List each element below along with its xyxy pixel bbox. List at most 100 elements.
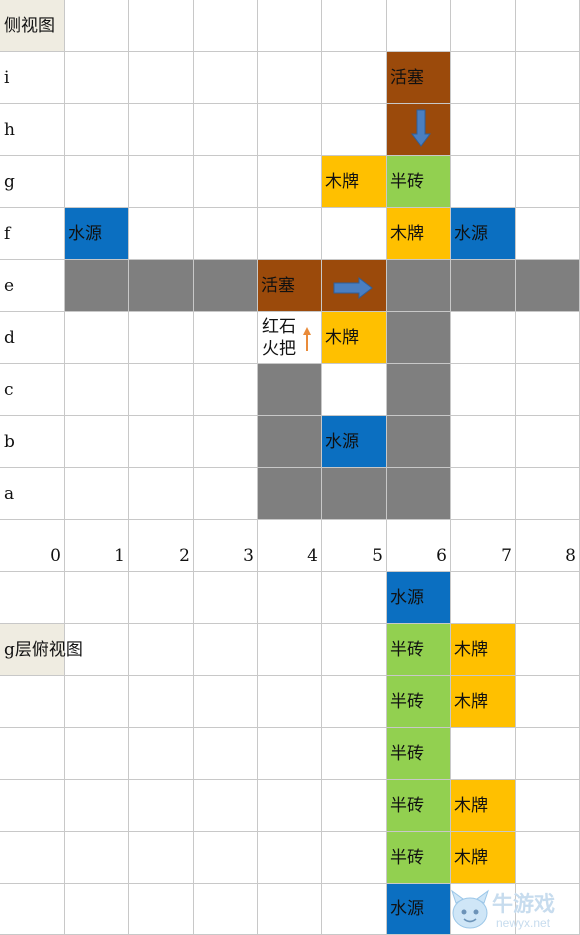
grid-cell: [129, 676, 194, 728]
grid-cell: [516, 572, 580, 624]
grid-cell: 4: [258, 520, 322, 572]
grid-cell: [194, 676, 258, 728]
block-label-wood: 木牌: [454, 691, 488, 712]
top-block-wood: 木牌: [451, 676, 516, 728]
top-block-slab: 半砖: [387, 728, 451, 780]
grid-cell: [129, 0, 194, 52]
block-label-wood: 木牌: [454, 795, 488, 816]
watermark-logo: 牛游戏 newyx.net: [451, 889, 555, 930]
grid-cell: [451, 468, 516, 520]
column-number: 1: [114, 546, 125, 566]
row-label-cell: c: [0, 364, 65, 416]
side-block-wall: [451, 260, 516, 312]
grid-cell: [129, 728, 194, 780]
grid-cell: [451, 364, 516, 416]
block-label-water: 水源: [390, 899, 424, 919]
side-block-wall: [129, 260, 194, 312]
grid-cell: [194, 884, 258, 935]
grid-cell: [451, 0, 516, 52]
side-block-piston: 活塞: [387, 52, 451, 104]
side-block-wall: [387, 468, 451, 520]
grid-cell: [451, 156, 516, 208]
grid-cell: [516, 52, 580, 104]
side-block-wall: [387, 364, 451, 416]
block-label-slab: 半砖: [390, 795, 424, 816]
side-block-wall: [194, 260, 258, 312]
side-block-wall: [258, 468, 322, 520]
grid-cell: [516, 364, 580, 416]
grid-cell: 2: [129, 520, 194, 572]
watermark-brand: 牛游戏: [492, 892, 555, 916]
side-block-wood: 木牌: [322, 156, 387, 208]
row-label-f: f: [4, 223, 11, 244]
grid-cell: [194, 104, 258, 156]
grid-cell: [65, 572, 129, 624]
grid-cell: [451, 572, 516, 624]
grid-cell: [194, 312, 258, 364]
arrow-right-icon: [333, 277, 373, 299]
grid-cell: [129, 884, 194, 935]
grid-cell: [129, 780, 194, 832]
grid-cell: [194, 364, 258, 416]
grid-cell: [129, 624, 194, 676]
grid-cell: 1: [65, 520, 129, 572]
top-view-title-cell: g层俯视图: [0, 624, 83, 676]
column-number: 5: [372, 546, 383, 566]
grid-cell: [65, 676, 129, 728]
row-label-cell: e: [0, 260, 65, 312]
grid-cell: [194, 728, 258, 780]
block-label-wood: 木牌: [454, 639, 488, 660]
grid-cell: [322, 0, 387, 52]
grid-cell: [516, 416, 580, 468]
row-label-e: e: [4, 275, 15, 296]
grid-cell: [65, 416, 129, 468]
grid-cell: [129, 832, 194, 884]
row-label-cell: h: [0, 104, 65, 156]
arrow-down-icon: [411, 109, 431, 147]
column-number: 2: [179, 546, 190, 566]
grid-cell: [129, 52, 194, 104]
side-block-wall: [65, 260, 129, 312]
grid-cell: [322, 208, 387, 260]
top-block-slab: 半砖: [387, 780, 451, 832]
grid-cell: [65, 728, 129, 780]
block-label-torch: 红石火把: [262, 316, 296, 359]
grid-cell: 0: [0, 520, 65, 572]
grid-cell: [258, 52, 322, 104]
grid-cell: [129, 572, 194, 624]
row-label-c: c: [4, 379, 14, 400]
grid-cell: [451, 728, 516, 780]
side-block-water: 水源: [65, 208, 129, 260]
side-view-title-cell: 侧视图: [0, 0, 65, 52]
column-number: 8: [565, 546, 576, 566]
watermark-url: newyx.net: [496, 916, 551, 930]
grid-cell: [65, 104, 129, 156]
grid-cell: [0, 728, 65, 780]
grid-cell: [258, 208, 322, 260]
grid-cell: [258, 884, 322, 935]
block-label-slab: 半砖: [390, 691, 424, 712]
grid-cell: [516, 468, 580, 520]
grid-cell: [258, 572, 322, 624]
grid-cell: [194, 572, 258, 624]
grid-cell: [0, 884, 65, 935]
grid-cell: [258, 156, 322, 208]
side-block-wall: [387, 312, 451, 364]
grid-cell: [258, 780, 322, 832]
block-label-wood: 木牌: [325, 171, 359, 192]
side-block-wall: [322, 468, 387, 520]
row-label-h: h: [4, 119, 15, 140]
top-block-wood: 木牌: [451, 624, 516, 676]
grid-cell: [129, 208, 194, 260]
grid-cell: [129, 104, 194, 156]
side-view-title: 侧视图: [4, 15, 55, 36]
grid-cell: [65, 52, 129, 104]
grid-cell: [65, 364, 129, 416]
grid-cell: [516, 312, 580, 364]
grid-cell: 6: [387, 520, 451, 572]
side-block-wall: [387, 416, 451, 468]
top-block-slab: 半砖: [387, 624, 451, 676]
grid-cell: [322, 104, 387, 156]
side-block-torch: 红石火把: [258, 312, 322, 364]
